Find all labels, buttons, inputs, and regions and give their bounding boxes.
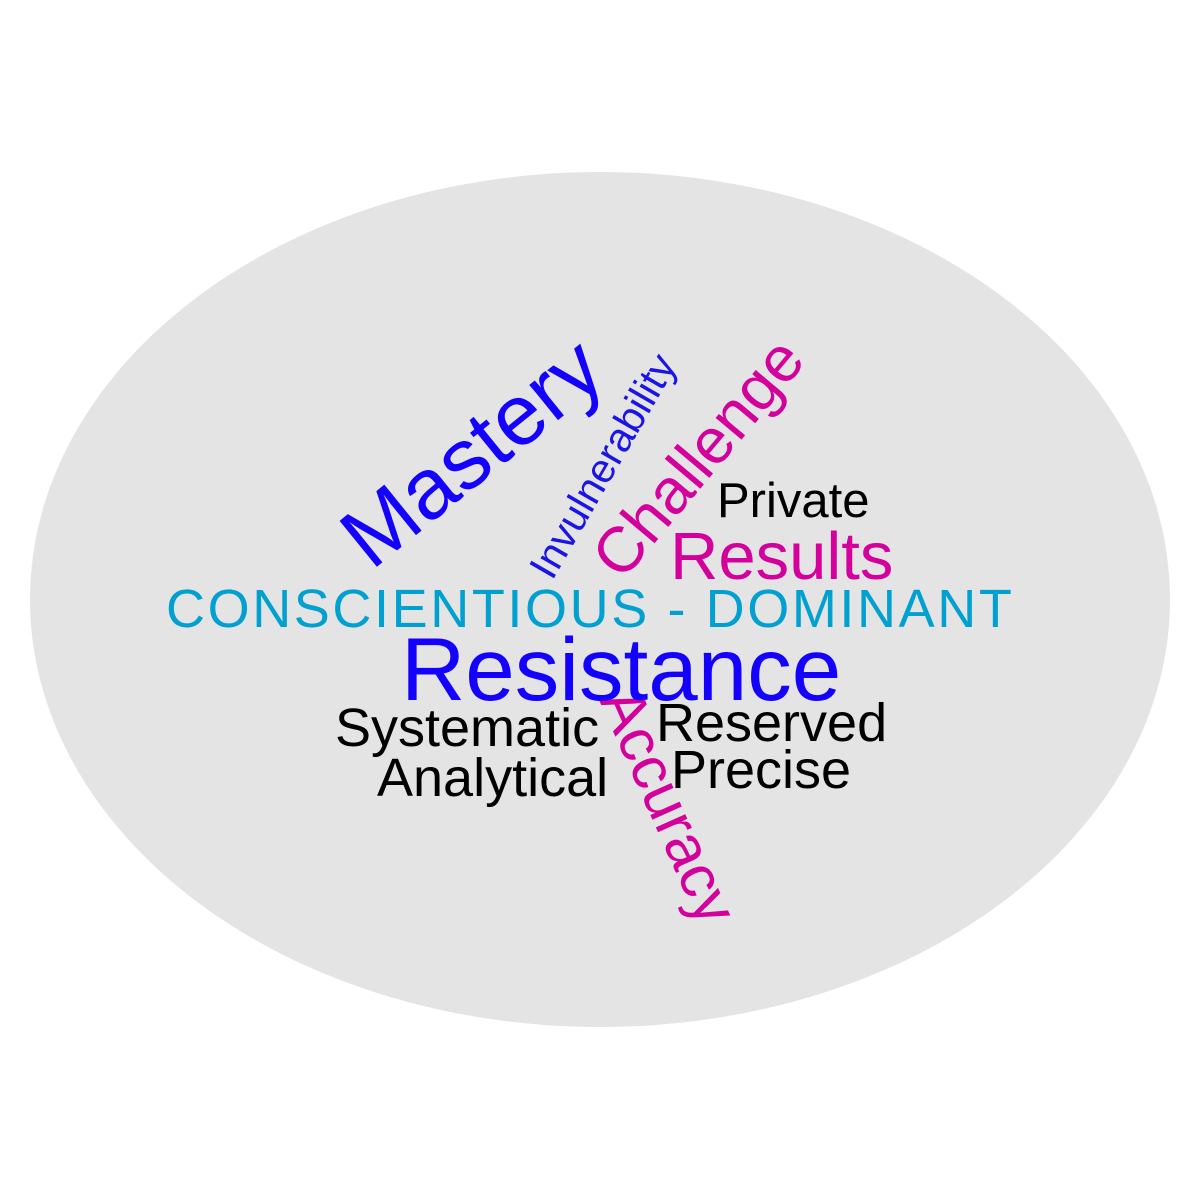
word-title-conscientious-dominant: CONSCIENTIOUS - DOMINANT: [166, 579, 1015, 639]
word-reserved: Reserved: [656, 693, 888, 753]
word-analytical: Analytical: [377, 748, 609, 808]
background-ellipse: [30, 172, 1170, 1027]
word-precise: Precise: [671, 740, 852, 800]
word-resistance: Resistance: [401, 619, 842, 719]
word-private: Private: [717, 474, 870, 528]
word-results: Results: [670, 519, 894, 594]
word-systematic: Systematic: [335, 698, 600, 758]
